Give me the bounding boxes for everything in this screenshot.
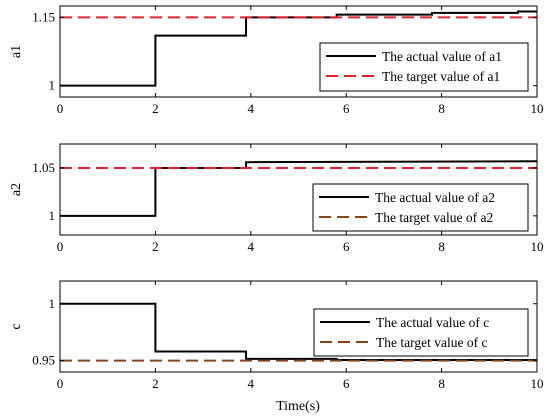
legend-label: The actual value of a1 [382, 49, 502, 64]
series-line [60, 160, 538, 217]
x-tick-label: 4 [248, 239, 255, 254]
legend-box [312, 183, 529, 232]
x-tick-label: 8 [438, 239, 445, 254]
legend-label: The actual value of c [376, 315, 489, 330]
y-axis-label: c [9, 323, 24, 329]
x-tick-label: 2 [152, 376, 159, 391]
x-tick-label: 6 [343, 376, 350, 391]
x-tick-label: 6 [343, 101, 350, 116]
chart-panel: 0 2 4 6 8 10 1 0.95 c The actual value of c The ta… [9, 280, 544, 391]
y-tick-label: 1 [49, 208, 56, 223]
legend-box [313, 308, 529, 357]
legend-box [319, 42, 529, 92]
x-tick-label: 10 [531, 239, 544, 254]
x-tick-label: 6 [343, 239, 350, 254]
legend-label: The actual value of a2 [375, 190, 495, 205]
plot-frame [59, 5, 538, 98]
y-tick-label: 1.15 [32, 9, 55, 24]
x-tick-label: 0 [57, 101, 64, 116]
x-tick-label: 8 [438, 376, 445, 391]
x-tick-label: 2 [152, 101, 159, 116]
plot-frame [59, 143, 538, 236]
x-tick-label: 2 [152, 239, 159, 254]
plot-frame [59, 280, 538, 373]
y-tick-label: 1 [49, 296, 56, 311]
x-tick-label: 0 [57, 239, 64, 254]
x-tick-label: 4 [248, 101, 255, 116]
y-tick-label: 0.95 [32, 353, 55, 368]
x-axis-label: Time(s) [276, 399, 320, 414]
x-tick-label: 0 [57, 376, 64, 391]
series-line [60, 10, 537, 87]
legend-label: The target value of a1 [382, 69, 500, 84]
y-axis-label: a1 [9, 45, 24, 58]
x-tick-label: 10 [531, 376, 544, 391]
x-tick-label: 10 [531, 101, 544, 116]
y-tick-label: 1 [49, 78, 56, 93]
y-axis-label: a2 [9, 183, 24, 196]
x-tick-label: 4 [248, 376, 255, 391]
legend-label: The target value of a2 [375, 210, 493, 225]
y-tick-label: 1.05 [32, 160, 55, 175]
legend-label: The target value of c [376, 335, 487, 350]
x-tick-label: 8 [438, 101, 445, 116]
chart-panel: 0 2 4 6 8 10 1 1.15 a1 The actual value of a1 The … [9, 5, 544, 116]
